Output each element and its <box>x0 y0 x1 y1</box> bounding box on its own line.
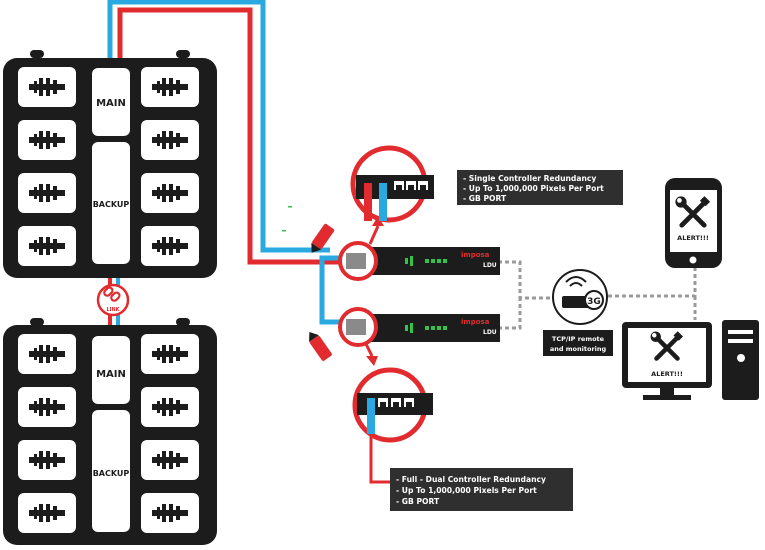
main-label-top: MAIN <box>96 98 126 109</box>
magnifier-top <box>350 145 434 245</box>
magnifier-bottom <box>352 367 433 443</box>
blue-plug-top <box>379 183 387 221</box>
link-label: LINK <box>106 307 120 313</box>
port-block-bottom <box>357 393 433 415</box>
computer-alert: ALERT!!! <box>651 370 683 378</box>
ldu-bottom-leds <box>405 323 447 333</box>
computer: ALERT!!! <box>622 320 759 400</box>
pencil-icon-top <box>311 223 335 253</box>
network-link-top <box>498 260 560 300</box>
pc-tower <box>722 320 759 400</box>
network-link-bottom <box>498 298 522 330</box>
backup-slot-bottom <box>92 410 130 532</box>
ldu-bottom-brand: imposa <box>461 318 490 326</box>
phone-alert: ALERT!!! <box>677 234 709 242</box>
link-badge: LINK <box>96 283 130 317</box>
3g-label: 3G <box>587 297 601 307</box>
network-link-devices <box>608 268 697 298</box>
ldu-bottom: imposa LDU <box>309 307 500 366</box>
router-caption-line-2: and monitoring <box>550 345 607 353</box>
ldu-top-model: LDU <box>483 262 497 269</box>
chain-link-icon <box>103 286 121 302</box>
red-plug-top <box>364 183 372 221</box>
wifi-icon <box>565 276 587 287</box>
callout-top-line-3: - GB PORT <box>463 194 507 203</box>
router-caption-line-1: TCP/IP remote <box>552 335 605 343</box>
red-cable-top <box>117 7 340 265</box>
phone: ALERT!!! <box>665 178 722 268</box>
backup-slot-top <box>92 142 130 264</box>
ldu-top-leds <box>405 256 447 266</box>
ldu-top: imposa LDU <box>311 223 500 281</box>
callout-top-line-2: - Up To 1,000,000 Pixels Per Port <box>463 184 604 193</box>
ldu-top-brand: imposa <box>461 251 490 259</box>
callout-bottom-line-1: - Full - Dual Controller Redundancy <box>396 475 546 484</box>
backup-label-bottom: BACKUP <box>93 469 130 478</box>
callout-bottom: - Full - Dual Controller Redundancy - Up… <box>390 468 573 511</box>
blue-cable-bottom <box>319 255 340 325</box>
router: 3G TCP/IP remote and monitoring <box>543 269 613 356</box>
main-slot-top <box>92 68 130 136</box>
blue-plug-bottom <box>367 398 375 434</box>
main-label-bottom: MAIN <box>96 369 126 380</box>
ldu-bottom-model: LDU <box>483 329 497 336</box>
callout-top-line-1: - Single Controller Redundancy <box>463 174 596 183</box>
callout-bottom-line-3: - GB PORT <box>396 497 440 506</box>
cabinet-top: MAIN BACKUP <box>3 50 217 278</box>
callout-top: - Single Controller Redundancy - Up To 1… <box>457 170 623 205</box>
pencil-icon-bottom <box>309 331 332 361</box>
cabinet-bottom: MAIN BACKUP <box>3 318 217 545</box>
callout-bottom-line-2: - Up To 1,000,000 Pixels Per Port <box>396 486 537 495</box>
main-slot-bottom <box>92 336 130 404</box>
backup-label-top: BACKUP <box>93 200 130 209</box>
3g-badge <box>584 290 604 310</box>
stray-marks <box>282 206 292 232</box>
blue-cable-top <box>107 0 330 253</box>
